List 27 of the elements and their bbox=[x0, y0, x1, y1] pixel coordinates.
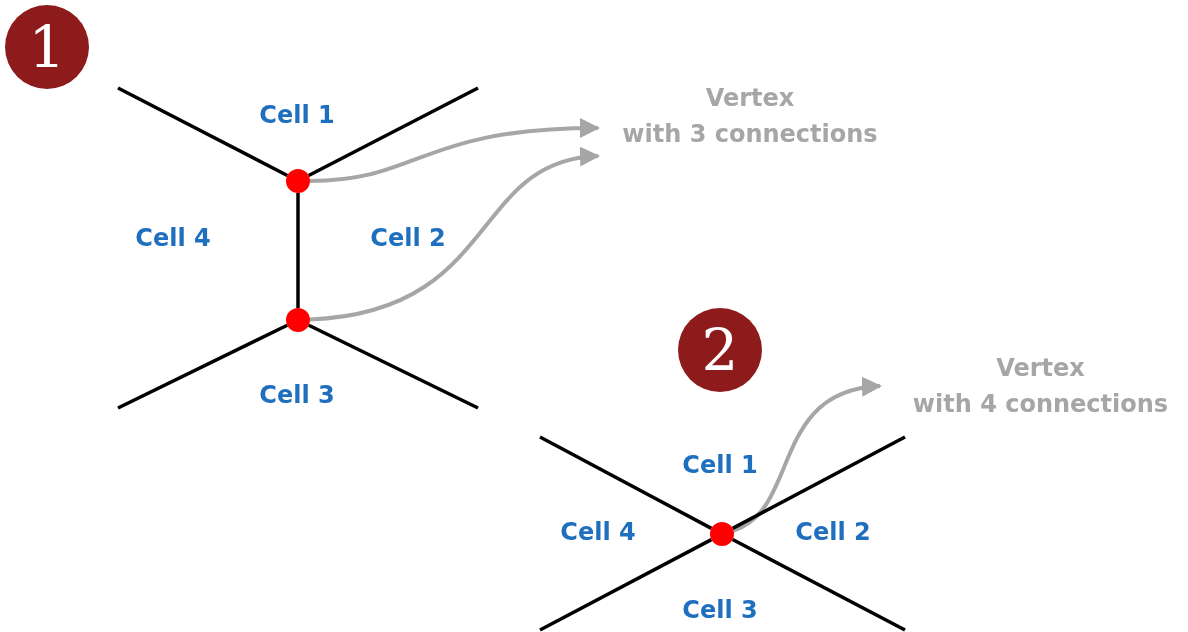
vertex-dot bbox=[286, 308, 310, 332]
cell-boundary-line bbox=[308, 323, 479, 410]
number-badge: 1 bbox=[5, 5, 89, 89]
cell-label: Cell 1 bbox=[259, 101, 335, 129]
leader-arrow bbox=[309, 118, 600, 183]
number-badge: 2 bbox=[678, 308, 762, 392]
cell-boundary-line bbox=[539, 538, 713, 632]
cell-label: Cell 2 bbox=[795, 518, 871, 546]
cell-label: Cell 4 bbox=[135, 224, 211, 252]
cell-boundary-line bbox=[539, 435, 713, 530]
cell-label: Cell 3 bbox=[682, 596, 758, 624]
cell-boundary-line bbox=[117, 86, 289, 178]
callout-text: Vertex with 4 connections bbox=[893, 350, 1188, 422]
vertex-dot bbox=[286, 169, 310, 193]
cell-label: Cell 4 bbox=[560, 518, 636, 546]
cell-boundary-line bbox=[731, 538, 906, 632]
cell-boundary-line bbox=[307, 86, 479, 178]
cell-boundary-line bbox=[117, 323, 288, 410]
vertex-dot bbox=[710, 522, 734, 546]
callout-text: Vertex with 3 connections bbox=[600, 80, 900, 152]
cell-label: Cell 1 bbox=[682, 451, 758, 479]
leader-arrow bbox=[309, 148, 600, 322]
leader-arrow bbox=[732, 378, 882, 533]
cell-label: Cell 3 bbox=[259, 381, 335, 409]
cell-boundary-line bbox=[296, 193, 300, 308]
cell-label: Cell 2 bbox=[370, 224, 446, 252]
cell-boundary-line bbox=[731, 435, 906, 530]
